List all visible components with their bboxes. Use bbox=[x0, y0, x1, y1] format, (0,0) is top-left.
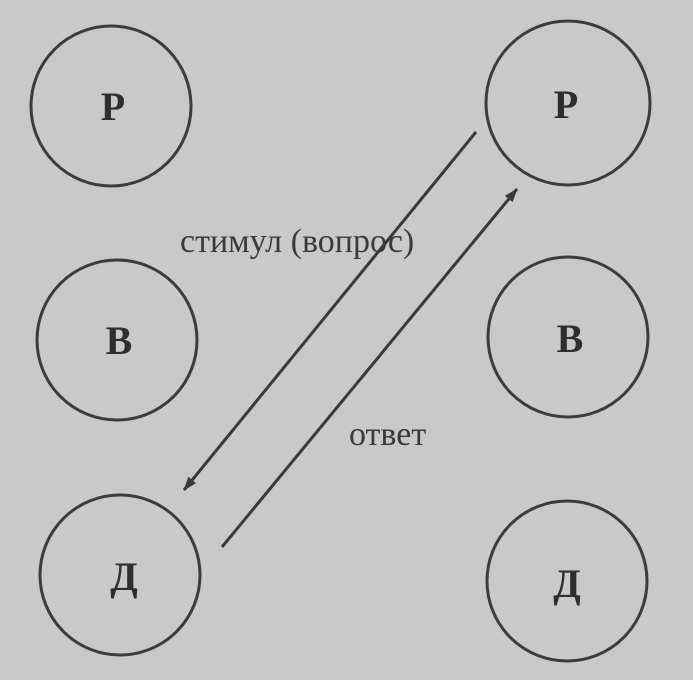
left-parent-circle bbox=[29, 24, 193, 188]
left-parent-node: Р bbox=[29, 24, 193, 188]
right-parent-node: Р bbox=[484, 19, 652, 187]
right-child-circle bbox=[485, 499, 649, 663]
right-adult-label: В bbox=[557, 316, 584, 361]
response-label: ответ bbox=[349, 416, 426, 453]
left-adult-label: В bbox=[106, 318, 133, 363]
left-child-node: Д bbox=[38, 493, 202, 657]
right-child-node: Д bbox=[485, 499, 649, 663]
right-adult-node: В bbox=[486, 255, 650, 419]
left-adult-circle bbox=[35, 258, 199, 422]
left-child-circle bbox=[38, 493, 202, 657]
stimulus-label: стимул (вопрос) bbox=[180, 223, 414, 260]
stimulus-arrow bbox=[182, 131, 478, 491]
response-arrow bbox=[220, 188, 519, 548]
right-parent-label: Р bbox=[554, 82, 578, 127]
right-parent-circle bbox=[484, 19, 652, 187]
left-adult-node: В bbox=[35, 258, 199, 422]
right-child-label: Д bbox=[553, 561, 581, 606]
right-adult-circle bbox=[486, 255, 650, 419]
left-child-label: Д bbox=[110, 554, 138, 599]
left-parent-label: Р bbox=[101, 84, 125, 129]
